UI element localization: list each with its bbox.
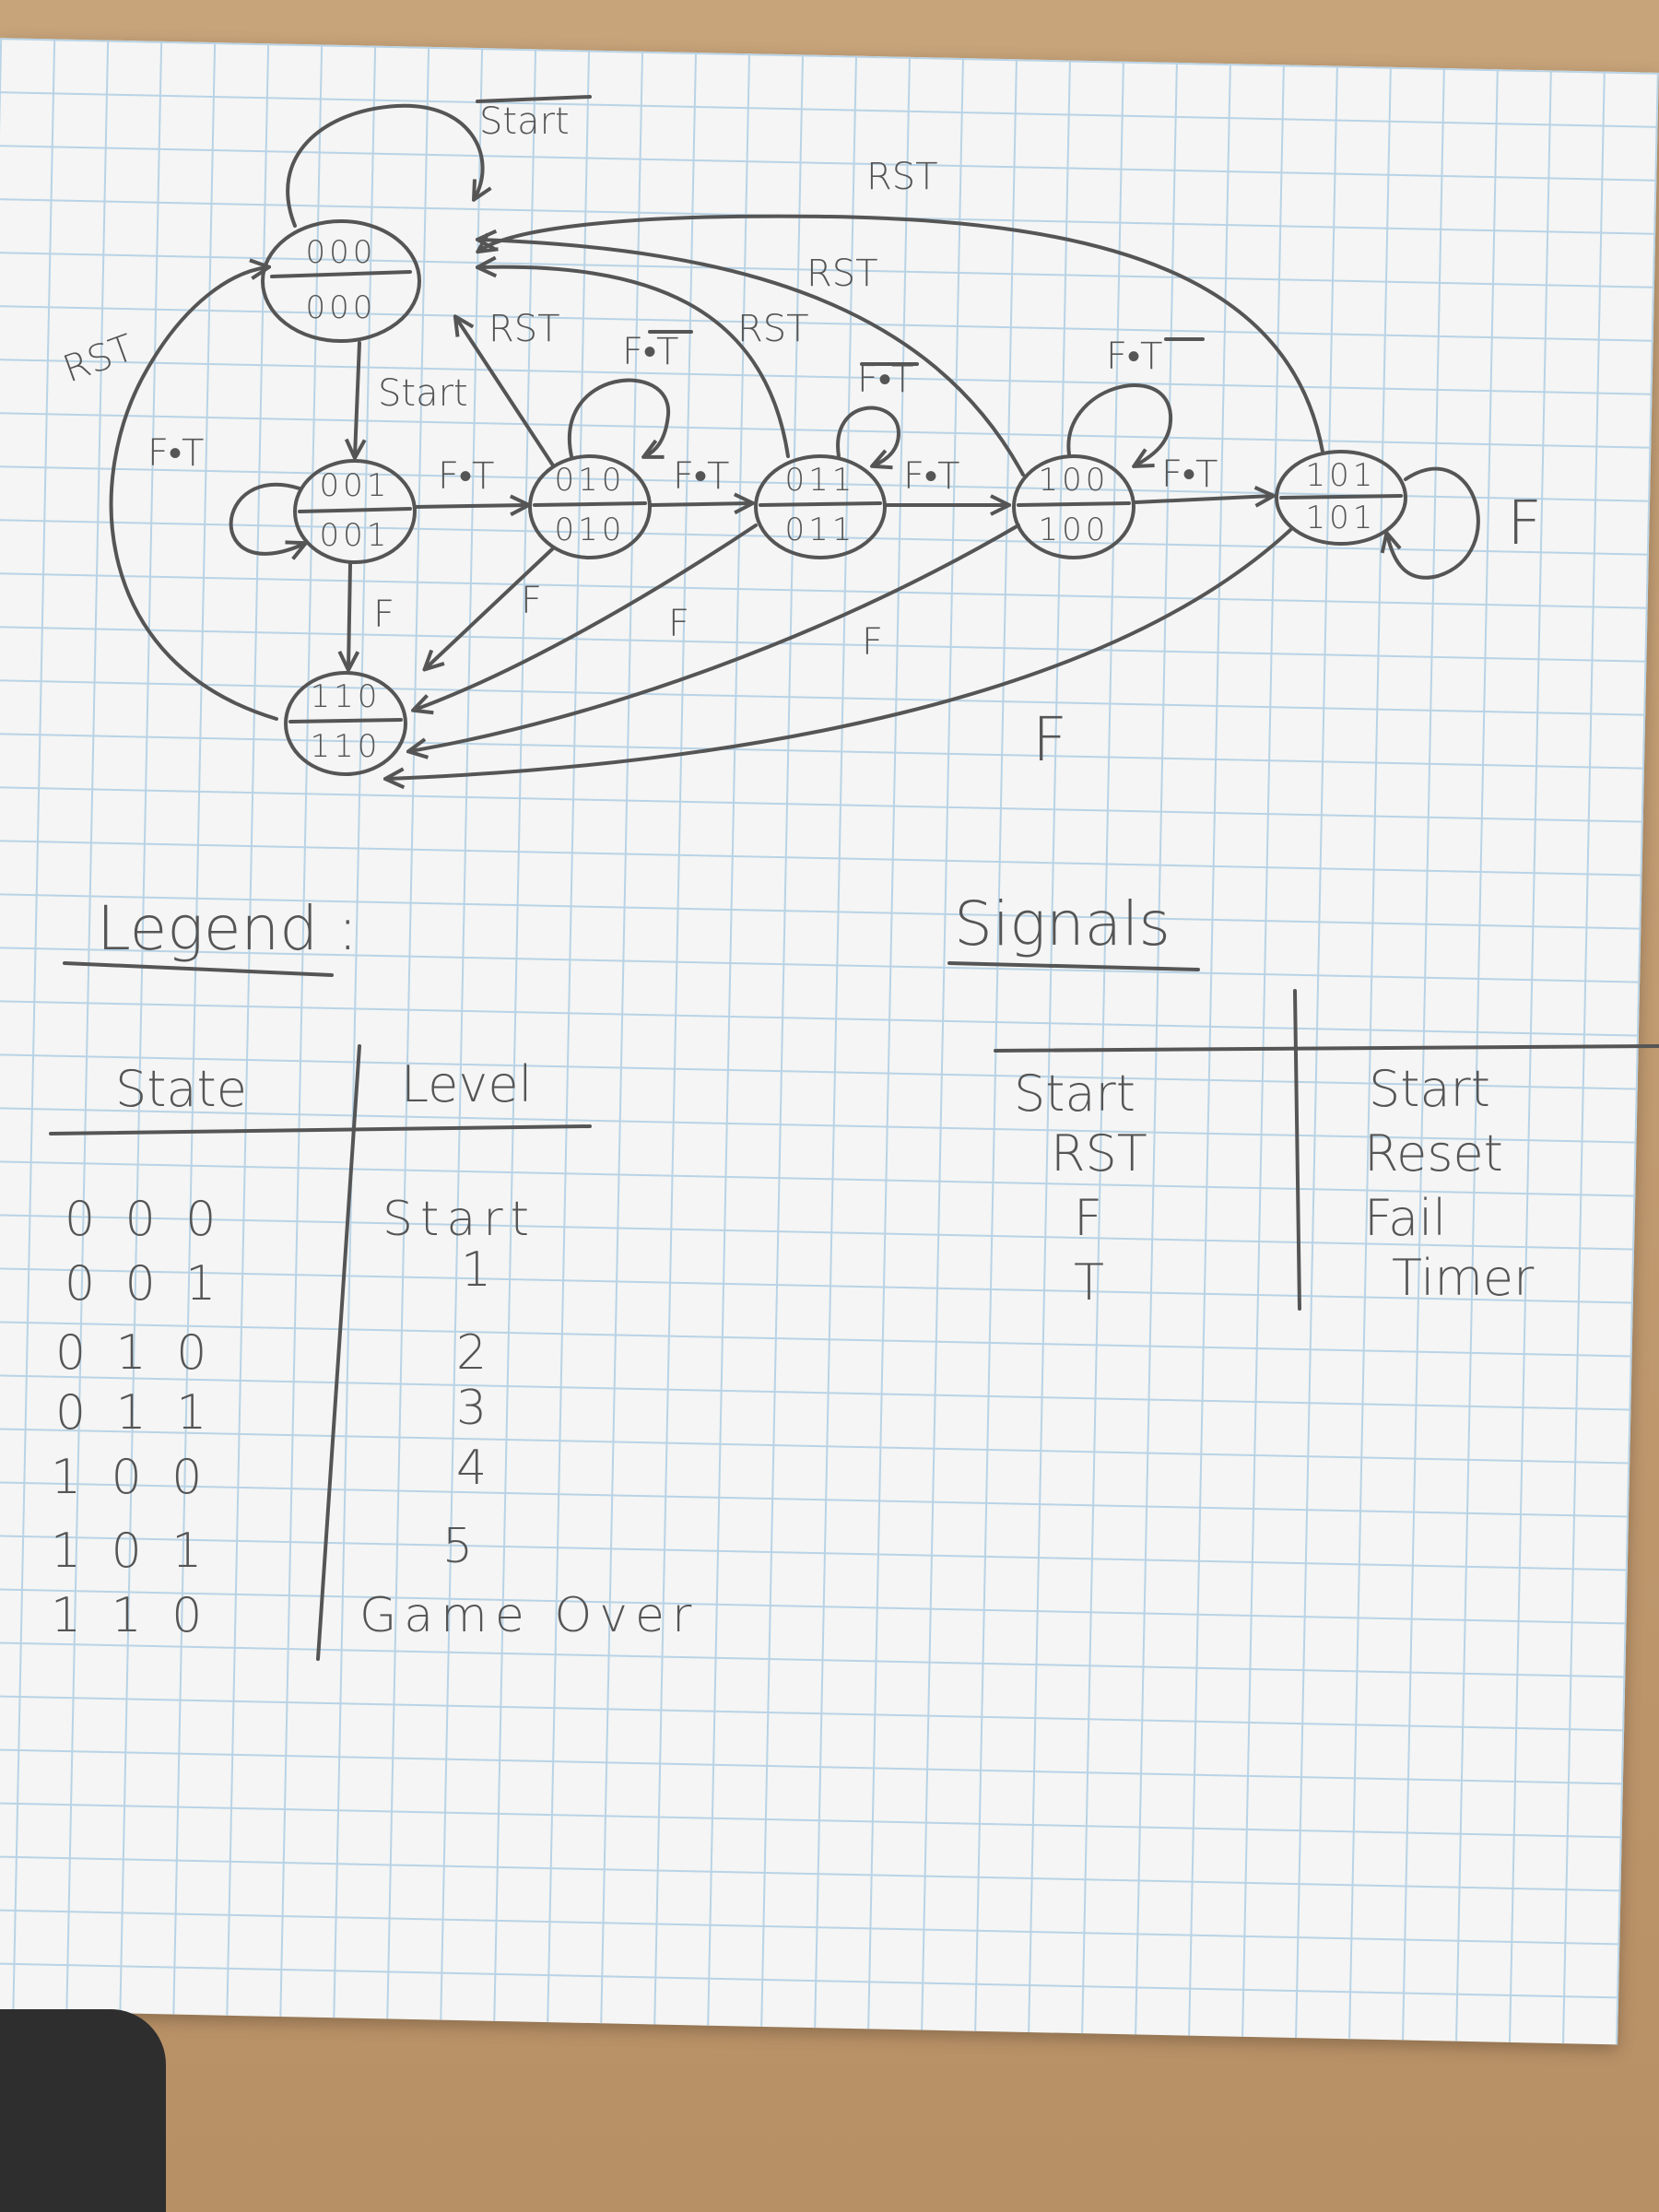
edge-label-100-000: RST — [806, 253, 878, 295]
state-100-top: 100 — [1039, 462, 1110, 499]
state-001-bottom: 001 — [320, 517, 391, 554]
state-node-000: 000 000 — [261, 219, 421, 343]
edge-label-010-110: F — [521, 580, 542, 622]
legend-state-5: 1 0 1 — [51, 1524, 209, 1579]
edge-label-110-000: RST — [58, 327, 140, 392]
edge-011-self — [836, 406, 900, 465]
state-110-bottom: 110 — [311, 728, 382, 765]
legend-state-2: 0 1 0 — [55, 1325, 214, 1381]
edge-001-010 — [413, 505, 527, 507]
edge-label-100-101: F•T — [1161, 453, 1218, 496]
state-node-110: 110 110 — [284, 671, 407, 776]
state-000-bottom: 000 — [306, 289, 377, 326]
edge-label-010-011: F•T — [673, 455, 729, 498]
legend-state-0: 0 0 0 — [65, 1192, 223, 1247]
edge-label-001-010: F•T — [438, 455, 494, 498]
edge-100-000 — [479, 240, 1025, 477]
edge-000-001 — [355, 341, 359, 456]
signal-meaning-3: Timer — [1392, 1249, 1535, 1307]
state-101-bottom: 101 — [1306, 500, 1377, 536]
legend-level-6: Game Over — [359, 1588, 699, 1643]
state-101-top: 101 — [1306, 457, 1377, 494]
desk-shadow — [0, 2009, 166, 2212]
edge-001-110 — [348, 562, 350, 668]
edge-label-011-100: F•T — [903, 455, 959, 498]
state-node-001: 001 001 — [293, 459, 417, 564]
edge-011-110 — [415, 524, 758, 710]
edge-label-010-self: F•T — [622, 331, 678, 373]
edge-label-101-self: F — [1507, 488, 1542, 559]
edge-101-000 — [479, 214, 1324, 453]
legend-state-3: 0 1 1 — [55, 1385, 214, 1441]
legend-level-4: 4 — [456, 1441, 494, 1496]
legend-state-4: 1 0 0 — [51, 1450, 209, 1505]
state-010-top: 010 — [555, 462, 626, 499]
edge-000-self — [286, 103, 482, 228]
edge-label-101-110: F — [1032, 704, 1067, 775]
state-node-101: 101 101 — [1275, 450, 1407, 546]
state-node-011: 011 011 — [754, 454, 887, 559]
edge-010-self — [567, 378, 671, 456]
signal-meaning-2: Fail — [1364, 1189, 1446, 1247]
legend-col-state: State — [115, 1060, 247, 1118]
signal-meaning-0: Start — [1369, 1060, 1490, 1118]
state-node-010: 010 010 — [528, 454, 652, 559]
state-011-top: 011 — [785, 462, 856, 499]
edge-label-001-self: F•T — [147, 432, 204, 475]
legend-level-2: 2 — [456, 1325, 494, 1381]
edge-label-100-self: F•T — [1106, 335, 1162, 378]
legend-state-6: 1 1 0 — [51, 1588, 209, 1643]
edge-label-011-000: RST — [737, 308, 809, 350]
signal-symbol-2: F — [1074, 1189, 1102, 1247]
state-001-top: 001 — [320, 467, 391, 504]
legend-rows: 0 0 0 Start 0 0 1 1 0 1 0 2 0 1 1 3 1 0 … — [51, 1192, 699, 1643]
edge-010-000 — [456, 318, 555, 467]
state-110-top: 110 — [311, 678, 382, 715]
legend-col-level: Level — [401, 1055, 533, 1113]
edge-110-000 — [109, 267, 278, 721]
edge-label-101-000: RST — [866, 156, 938, 198]
legend-level-0: Start — [382, 1192, 536, 1247]
legend-level-1: 1 — [461, 1242, 499, 1298]
edge-label-010-000: RST — [488, 308, 560, 350]
state-100-bottom: 100 — [1039, 512, 1110, 548]
signal-symbol-3: T — [1074, 1253, 1104, 1312]
state-node-100: 100 100 — [1012, 454, 1135, 559]
edge-100-self — [1066, 382, 1173, 465]
signals-title: Signals — [954, 888, 1171, 959]
edge-label-000-self: Start — [479, 100, 570, 143]
edge-label-001-110: F — [373, 594, 394, 636]
edge-010-110 — [426, 547, 555, 668]
signal-symbol-1: RST — [1051, 1124, 1147, 1182]
edge-101-self — [1387, 466, 1480, 580]
state-000-top: 000 — [306, 234, 377, 271]
edge-011-000 — [479, 267, 790, 458]
state-011-bottom: 011 — [785, 512, 856, 548]
legend-state-1: 0 0 1 — [65, 1256, 223, 1312]
edge-100-101 — [1134, 496, 1272, 502]
signal-meaning-1: Reset — [1364, 1124, 1503, 1182]
edge-label-011-110: F — [668, 603, 689, 645]
edge-label-100-110: F — [862, 621, 883, 664]
edge-001-self — [229, 482, 304, 554]
state-010-bottom: 010 — [555, 512, 626, 548]
edge-100-110 — [410, 524, 1020, 751]
signal-symbol-0: Start — [1014, 1065, 1135, 1123]
legend-title: Legend : — [97, 893, 358, 964]
signals-rows: Start Start RST Reset F Fail T Timer — [1014, 1060, 1535, 1312]
legend-level-3: 3 — [456, 1381, 494, 1436]
edge-label-000-001: Start — [378, 372, 468, 415]
legend-level-5: 5 — [442, 1519, 480, 1574]
edge-101-110 — [387, 528, 1292, 779]
edge-010-011 — [650, 503, 751, 505]
